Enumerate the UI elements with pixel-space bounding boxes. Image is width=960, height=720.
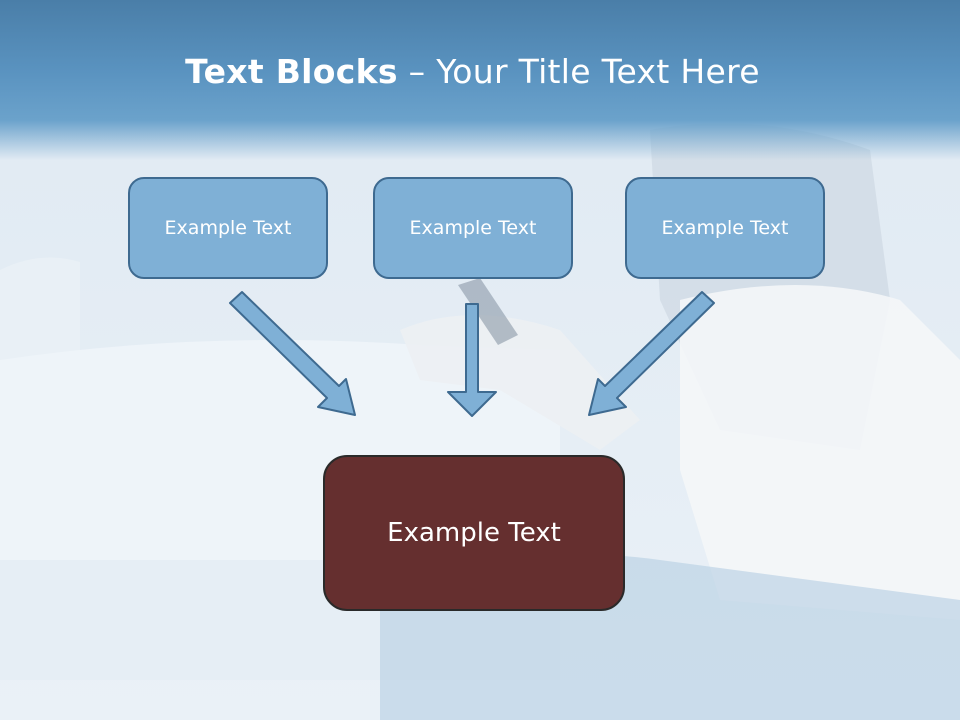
text-block-3-label: Example Text: [661, 217, 789, 239]
title-dash: –: [397, 52, 437, 91]
title-bold: Text Blocks: [185, 52, 398, 91]
page-title: Text Blocks – Your Title Text Here: [0, 52, 945, 91]
target-block: Example Text: [323, 455, 625, 611]
text-block-2-label: Example Text: [409, 217, 537, 239]
text-block-1-label: Example Text: [164, 217, 292, 239]
arrow-left: [229, 291, 356, 416]
text-block-2: Example Text: [373, 177, 573, 279]
title-rest: Your Title Text Here: [436, 52, 760, 91]
target-block-label: Example Text: [387, 518, 561, 548]
arrow-right: [588, 291, 715, 416]
text-block-3: Example Text: [625, 177, 825, 279]
title-band: [0, 0, 960, 160]
arrow-center: [447, 303, 497, 417]
text-block-1: Example Text: [128, 177, 328, 279]
